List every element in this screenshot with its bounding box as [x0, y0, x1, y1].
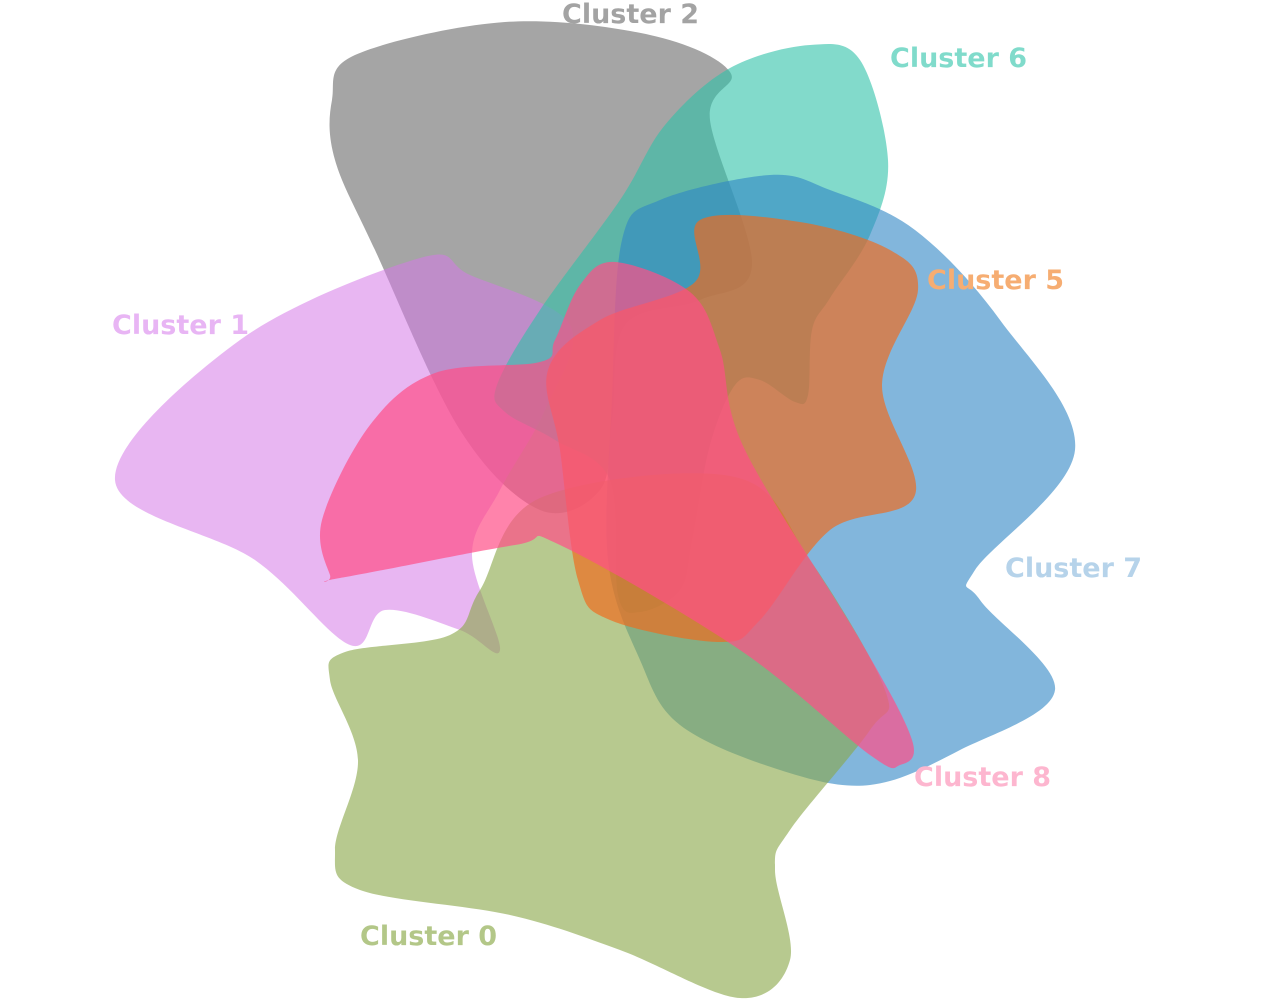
- cluster-2-blob: [329, 21, 753, 514]
- cluster-6-label: Cluster 6: [890, 43, 1028, 74]
- cluster-2-label: Cluster 2: [562, 0, 700, 30]
- cluster-7-label: Cluster 7: [1005, 553, 1143, 584]
- cluster-1-label: Cluster 1: [112, 310, 250, 341]
- cluster-8-label: Cluster 8: [914, 762, 1052, 793]
- cluster-5-label: Cluster 5: [927, 265, 1065, 296]
- cluster-8-blob: [319, 261, 914, 769]
- cluster-0-label: Cluster 0: [360, 921, 498, 952]
